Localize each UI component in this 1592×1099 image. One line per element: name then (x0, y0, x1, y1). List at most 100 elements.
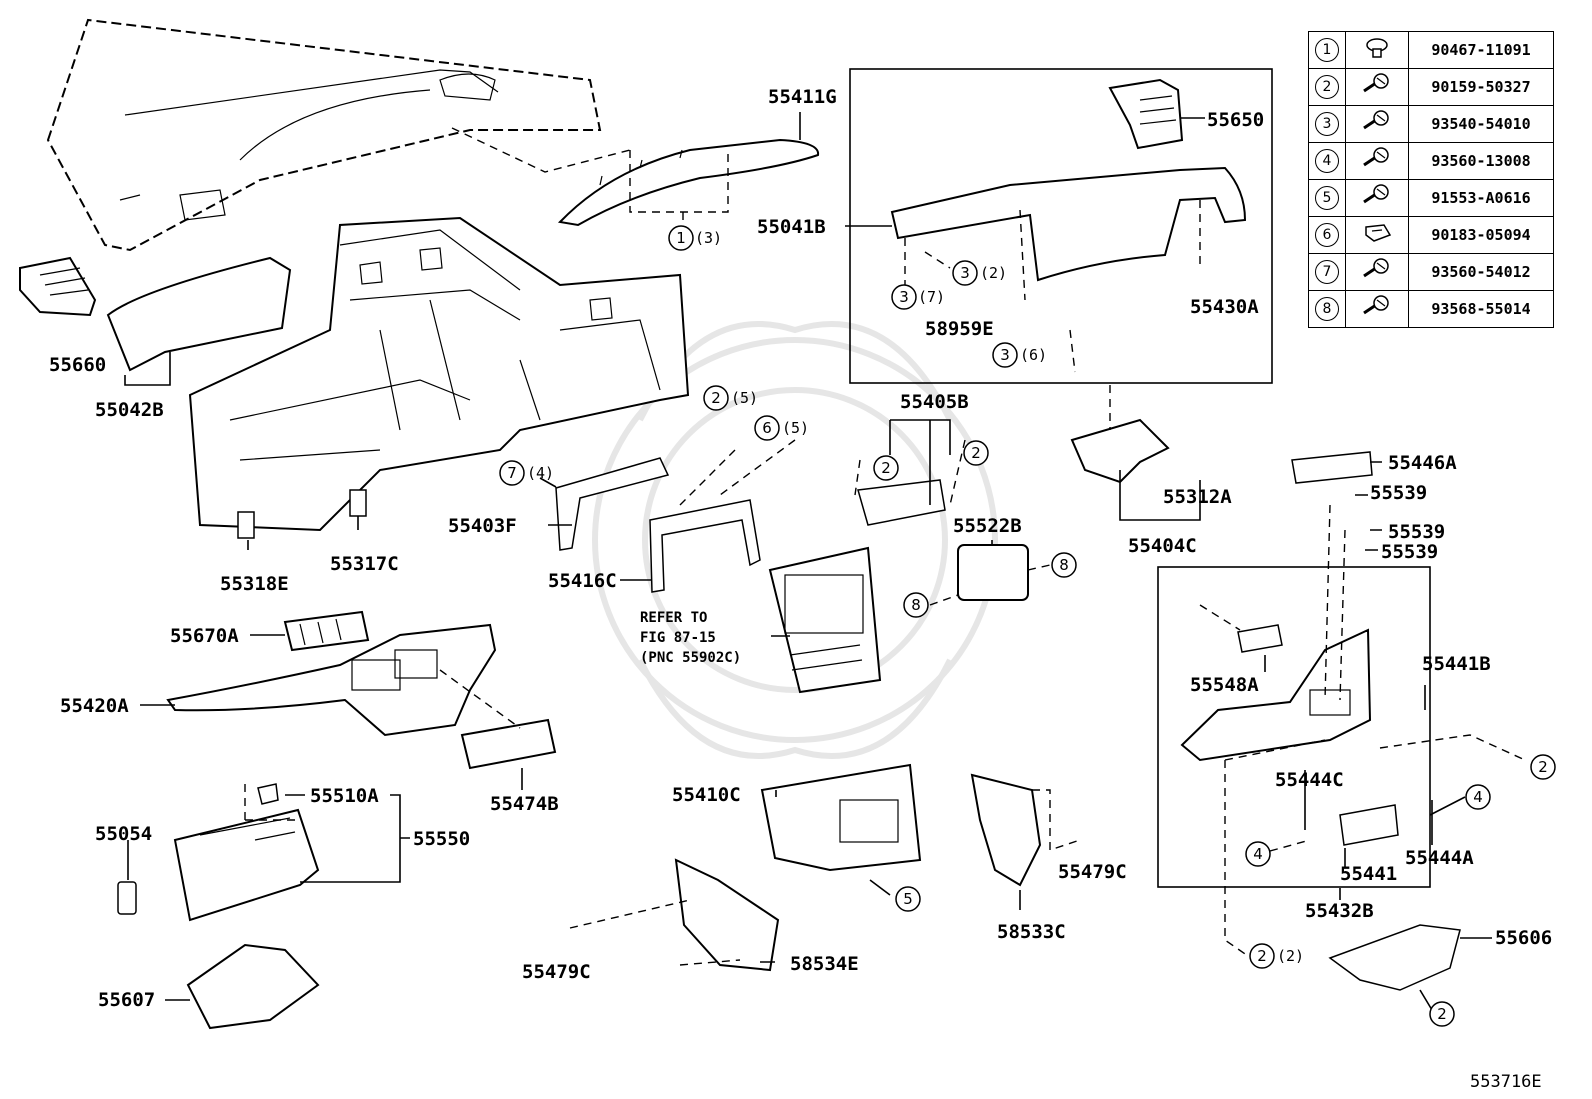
screw-icon (1345, 253, 1409, 291)
label-55441B: 55441B (1422, 653, 1491, 675)
label-55548A: 55548A (1190, 674, 1259, 696)
label-55041B: 55041B (757, 216, 826, 238)
svg-text:2: 2 (881, 459, 891, 477)
callout-2-e: 2 (2) (1249, 943, 1304, 969)
label-55312A: 55312A (1163, 486, 1232, 508)
part-55317C-bracket (349, 489, 367, 517)
label-55670A: 55670A (170, 625, 239, 647)
callout-3-a: 3 (2) (952, 260, 1007, 286)
label-55404C: 55404C (1128, 535, 1197, 557)
part-55411G-shape (557, 138, 820, 227)
screw-icon (1345, 179, 1409, 217)
label-55441: 55441 (1340, 863, 1397, 885)
svg-text:2: 2 (1257, 947, 1267, 965)
legend-part-number: 93560-54012 (1408, 253, 1554, 291)
label-55474B: 55474B (490, 793, 559, 815)
svg-text:3: 3 (899, 288, 909, 306)
refer-line-1: REFER TO (640, 610, 707, 626)
label-55606: 55606 (1495, 927, 1552, 949)
legend-number: 7 (1308, 253, 1346, 291)
label-55650: 55650 (1207, 109, 1264, 131)
part-58534E-panel (674, 858, 780, 972)
label-55420A: 55420A (60, 695, 129, 717)
svg-text:2: 2 (1538, 758, 1548, 776)
callout-3-b: 3 (7) (891, 284, 945, 310)
legend-row: 5 91553-A0616 (1308, 179, 1554, 217)
svg-text:8: 8 (1059, 556, 1069, 574)
svg-text:(4): (4) (527, 464, 554, 482)
label-55416C: 55416C (548, 570, 617, 592)
watermark (592, 321, 998, 759)
callout-4-a: 4 (1465, 784, 1491, 810)
label-55444C: 55444C (1275, 769, 1344, 791)
label-55054: 55054 (95, 823, 152, 845)
svg-text:6: 6 (762, 419, 772, 437)
legend-part-number: 93560-13008 (1408, 142, 1554, 180)
nut-icon (1345, 216, 1409, 254)
legend-part-number: 91553-A0616 (1408, 179, 1554, 217)
part-55607-cover (186, 943, 320, 1030)
label-55446A: 55446A (1388, 452, 1457, 474)
label-55042B: 55042B (95, 399, 164, 421)
part-55416C-bracket (649, 499, 761, 593)
label-55479C-right: 55479C (1058, 861, 1127, 883)
label-55510A: 55510A (310, 785, 379, 807)
svg-text:(6): (6) (1020, 346, 1047, 364)
dashboard-top-panel (46, 18, 602, 252)
svg-text:2: 2 (971, 444, 981, 462)
legend-row: 4 93560-13008 (1308, 142, 1554, 180)
svg-text:8: 8 (911, 596, 921, 614)
callout-2-b: 2 (873, 455, 899, 481)
callout-3-c: 3 (6) (992, 342, 1047, 368)
part-55318E-bracket (237, 511, 255, 539)
part-55403F-bracket (555, 457, 670, 551)
callout-2-a: 2 (5) (703, 385, 758, 411)
label-55410C: 55410C (672, 784, 741, 806)
svg-text:4: 4 (1473, 788, 1483, 806)
label-55444A: 55444A (1405, 847, 1474, 869)
part-55054-bracket (117, 881, 137, 915)
callout-7: 7 (4) (499, 460, 554, 486)
svg-text:2: 2 (711, 389, 721, 407)
part-55522B-panel (957, 544, 1029, 601)
lower-panel-group-box (1157, 566, 1431, 888)
legend-number: 1 (1308, 31, 1346, 69)
label-58534E: 58534E (790, 953, 859, 975)
part-55474B-vent (460, 718, 557, 770)
svg-text:2: 2 (1437, 1005, 1447, 1023)
callout-8-a: 8 (1051, 552, 1077, 578)
svg-text:(2): (2) (1277, 947, 1304, 965)
legend-number: 4 (1308, 142, 1346, 180)
svg-text:4: 4 (1253, 845, 1263, 863)
legend-number: 3 (1308, 105, 1346, 143)
refer-line-3: (PNC 55902C) (640, 650, 741, 666)
part-55660-vent (19, 256, 97, 317)
legend-part-number: 93540-54010 (1408, 105, 1554, 143)
legend-number: 5 (1308, 179, 1346, 217)
screw-icon (1345, 290, 1409, 328)
part-55550-glove-box (173, 808, 320, 922)
svg-text:3: 3 (960, 264, 970, 282)
part-55650-vent (1108, 78, 1184, 150)
callout-8-b: 8 (903, 592, 929, 618)
svg-text:(5): (5) (731, 389, 758, 407)
label-55550: 55550 (413, 828, 470, 850)
part-55670A-vent (283, 610, 370, 652)
part-55606-cover (1328, 924, 1461, 991)
screw-icon (1345, 142, 1409, 180)
legend-number: 6 (1308, 216, 1346, 254)
legend-number: 8 (1308, 290, 1346, 328)
callout-2-d: 2 (1530, 754, 1556, 780)
label-55403F: 55403F (448, 515, 517, 537)
dash-reinforcement-frame (188, 216, 690, 532)
label-55539-3: 55539 (1381, 541, 1438, 563)
label-55522B: 55522B (953, 515, 1022, 537)
screw-icon (1345, 68, 1409, 106)
leader-lines (124, 112, 1526, 1011)
callout-2-f: 2 (1429, 1001, 1455, 1027)
screw-icon (1345, 105, 1409, 143)
